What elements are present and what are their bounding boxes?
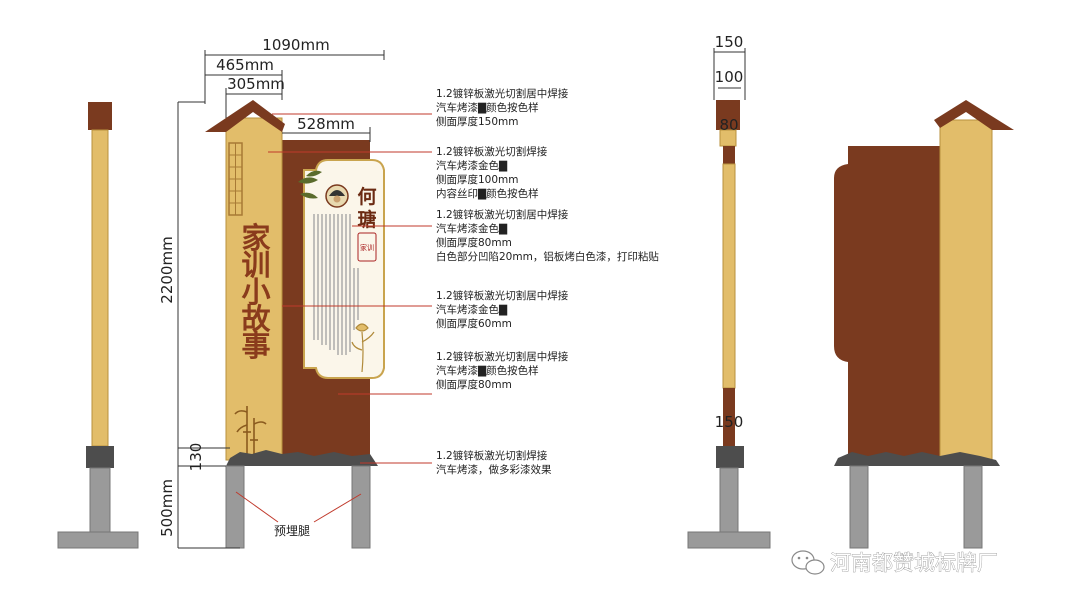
dim-side-total: 150 <box>715 33 744 51</box>
spec-line: 1.2镀锌板激光切割居中焊接 <box>436 289 569 302</box>
panel-title-char: 何 <box>357 185 376 208</box>
spec-line: 侧面厚度80mm <box>436 236 512 249</box>
spec-blocks: 1.2镀锌板激光切割居中焊接 汽车烤漆▇颜色按色样 侧面厚度150mm 1.2镀… <box>436 87 659 476</box>
leader-line <box>235 491 279 523</box>
thin-panel-bottom <box>723 388 735 446</box>
dim-leg-height: 500mm <box>158 479 176 537</box>
thin-panel-top <box>723 146 735 164</box>
spec-line: 1.2镀锌板激光切割居中焊接 <box>436 350 569 363</box>
thin-foot <box>687 531 771 549</box>
front-dimension-labels: 1090mm 465mm 305mm 528mm 2200mm 130 500m… <box>158 36 355 537</box>
dim-panel-width: 528mm <box>297 115 355 133</box>
back-leg-left <box>849 465 869 549</box>
side-base-stone <box>86 446 114 468</box>
vertical-title-char: 故 <box>241 302 271 336</box>
dim-post-width: 305mm <box>227 75 285 93</box>
lattice-ornament <box>228 142 243 216</box>
dim-left-part: 465mm <box>216 56 274 74</box>
dim-side-post: 100 <box>715 68 744 86</box>
spec-line: 汽车烤漆▇颜色按色样 <box>436 101 539 114</box>
back-view <box>834 100 1014 549</box>
vertical-title-char: 小 <box>241 275 270 309</box>
spec-line: 侧面厚度60mm <box>436 317 512 330</box>
spec-leaders <box>268 113 432 464</box>
vertical-title-char: 家 <box>241 221 270 255</box>
panel-title-char: 瑭 <box>357 208 376 231</box>
watermark: 河南都赞城标牌厂 <box>791 550 998 575</box>
thin-base-stone <box>716 446 744 468</box>
spec-line: 侧面厚度80mm <box>436 378 512 391</box>
portrait-medallion <box>325 184 349 208</box>
side-post <box>91 129 109 447</box>
spec-block-frame: 1.2镀锌板激光切割居中焊接 汽车烤漆金色▇ 侧面厚度60mm <box>436 289 569 330</box>
spec-line: 汽车烤漆，做多彩漆效果 <box>436 463 552 476</box>
back-stone-base <box>834 452 1000 466</box>
wechat-icon <box>791 550 825 575</box>
front-leg-right <box>351 465 371 549</box>
front-leg-left <box>225 465 245 549</box>
dim-height: 2200mm <box>158 236 176 303</box>
dim-side-bottom: 150 <box>715 413 744 431</box>
spec-line: 侧面厚度100mm <box>436 173 519 186</box>
stone-base <box>226 450 378 466</box>
thin-cap <box>716 100 740 130</box>
thin-leg <box>719 467 739 533</box>
thin-post <box>722 163 736 389</box>
side-cap <box>88 102 112 130</box>
spec-block-base: 1.2镀锌板激光切割焊接 汽车烤漆，做多彩漆效果 <box>436 449 552 476</box>
seal-text: 家训 <box>360 243 374 252</box>
lotus-ornament <box>351 323 375 373</box>
spec-line: 侧面厚度150mm <box>436 115 519 128</box>
body-text-lines <box>313 214 359 355</box>
bamboo-ornament <box>234 406 267 455</box>
spec-line: 1.2镀锌板激光切割居中焊接 <box>436 208 569 221</box>
leader-line <box>313 493 362 523</box>
vertical-title-char: 事 <box>241 329 270 363</box>
spec-line: 汽车烤漆▇颜色按色样 <box>436 364 539 377</box>
spec-line: 汽车烤漆金色▇ <box>436 222 508 235</box>
left-side-view <box>57 102 139 549</box>
spec-block-back: 1.2镀锌板激光切割居中焊接 汽车烤漆▇颜色按色样 侧面厚度80mm <box>436 350 569 391</box>
vertical-title-char: 训 <box>241 248 270 282</box>
dim-total-width: 1090mm <box>262 36 329 54</box>
dim-base-height: 130 <box>187 443 205 472</box>
front-view: 家 训 小 故 事 何 瑭 <box>205 100 385 549</box>
side-thin-dimensions <box>713 48 746 100</box>
spec-line: 汽车烤漆金色▇ <box>436 303 508 316</box>
back-leg-right <box>963 465 983 549</box>
content-panel <box>303 159 385 379</box>
spec-line: 1.2镀锌板激光切割焊接 <box>436 145 548 158</box>
dim-side-top: 80 <box>719 116 738 134</box>
side-leg <box>89 467 111 533</box>
seal-mark <box>357 232 377 262</box>
front-dimensions <box>177 50 385 549</box>
spec-line: 白色部分凹陷20mm，铝板烤白色漆，打印粘贴 <box>436 250 659 263</box>
side-thin-dimension-labels: 150 100 80 150 <box>715 33 744 431</box>
watermark-text: 河南都赞城标牌厂 <box>830 551 998 575</box>
back-roof <box>934 100 1014 130</box>
spec-line: 1.2镀锌板激光切割居中焊接 <box>436 87 569 100</box>
side-foot <box>57 531 139 549</box>
leaf-ornament <box>298 170 322 199</box>
leg-label: 预埋腿 <box>274 524 310 538</box>
back-gold-post <box>939 119 993 461</box>
roof <box>205 100 285 132</box>
back-brown-panel <box>834 146 940 458</box>
side-thin-view <box>687 100 771 549</box>
spec-block-post: 1.2镀锌板激光切割焊接 汽车烤漆金色▇ 侧面厚度100mm 内容丝印▇颜色按色… <box>436 145 548 200</box>
spec-line: 1.2镀锌板激光切割焊接 <box>436 449 548 462</box>
spec-block-panel: 1.2镀锌板激光切割居中焊接 汽车烤漆金色▇ 侧面厚度80mm 白色部分凹陷20… <box>436 208 659 263</box>
spec-block-roof: 1.2镀锌板激光切割居中焊接 汽车烤漆▇颜色按色样 侧面厚度150mm <box>436 87 569 128</box>
spec-line: 内容丝印▇颜色按色样 <box>436 187 539 200</box>
spec-line: 汽车烤漆金色▇ <box>436 159 508 172</box>
